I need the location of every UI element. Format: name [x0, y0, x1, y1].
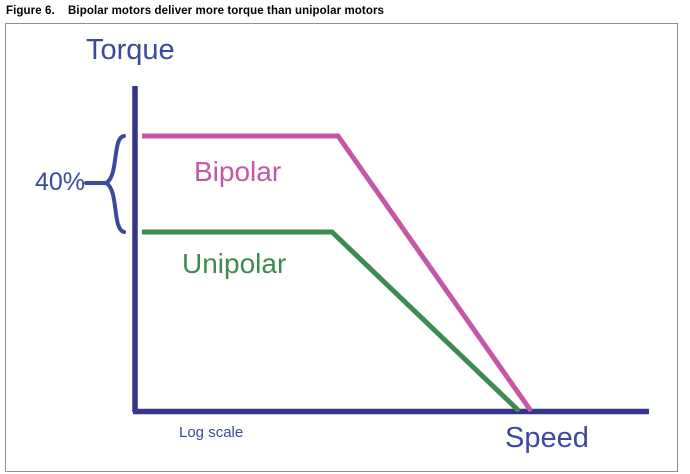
y-axis-title: Torque [86, 34, 175, 66]
torque-gap-annotation-label: 40% [35, 168, 86, 196]
series-label-unipolar: Unipolar [182, 248, 287, 279]
x-axis-title: Speed [505, 422, 589, 454]
figure-caption-number: Figure 6. [6, 5, 55, 17]
figure-frame [5, 23, 678, 472]
x-axis-scale-note: Log scale [179, 424, 244, 441]
series-label-bipolar: Bipolar [194, 156, 282, 187]
figure-caption: Figure 6. Bipolar motors deliver more to… [6, 1, 682, 21]
figure-caption-title: Bipolar motors deliver more torque than … [68, 5, 385, 17]
